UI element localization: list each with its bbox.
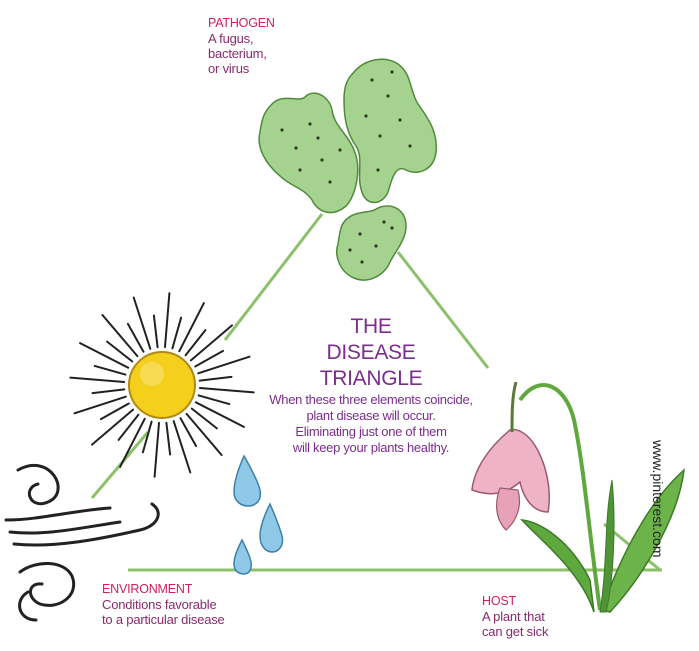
host-desc-line: A plant that — [482, 609, 612, 624]
water-drop-icon — [234, 456, 283, 574]
pathogen-blob-icon — [259, 59, 436, 280]
environment-label: ENVIRONMENT Conditions favorable to a pa… — [102, 582, 282, 627]
sun-ray — [120, 419, 145, 467]
pathogen-desc-line: bacterium, — [208, 46, 348, 61]
diagram-description-line: plant disease will occur. — [240, 408, 502, 424]
environment-heading: ENVIRONMENT — [102, 582, 282, 597]
sun-ray — [80, 343, 128, 368]
sun-ray — [191, 325, 232, 360]
sun-ray — [179, 303, 204, 351]
diagram-description-line: Eliminating just one of them — [240, 424, 502, 440]
diagram-title-line: DISEASE — [240, 340, 502, 366]
diagram-title-line: TRIANGLE — [240, 366, 502, 392]
sun-ray — [165, 293, 169, 347]
sun-ray — [75, 397, 126, 414]
sun-ray — [155, 423, 159, 477]
sun-ray — [199, 395, 230, 404]
sun-ray — [196, 402, 244, 427]
environment-desc-line: Conditions favorable — [102, 597, 282, 612]
sun-ray — [187, 414, 222, 455]
sun-ray — [93, 389, 125, 393]
sun-ray — [92, 410, 133, 445]
diagram-title-line: THE — [240, 314, 502, 340]
host-heading: HOST — [482, 594, 612, 609]
pathogen-desc-line: or virus — [208, 61, 348, 76]
sun-ray — [134, 298, 151, 349]
center-title-block: THE DISEASE TRIANGLE When these three el… — [240, 314, 502, 456]
sun-ray — [174, 421, 191, 472]
sun-ray — [154, 316, 158, 348]
pathogen-heading: PATHOGEN — [208, 16, 348, 31]
sun-ray — [200, 377, 232, 381]
sun-ray — [166, 423, 170, 455]
diagram-description-line: will keep your plants healthy. — [240, 440, 502, 456]
watermark-text: www.pinterest.com — [650, 440, 666, 557]
pathogen-desc-line: A fugus, — [208, 31, 348, 46]
sun-ray — [95, 366, 126, 375]
sun-ray — [172, 318, 181, 349]
host-desc-line: can get sick — [482, 624, 612, 639]
sun-ray — [70, 378, 124, 382]
sun-icon — [70, 293, 253, 476]
host-label: HOST A plant that can get sick — [482, 594, 612, 639]
sun-ray — [102, 315, 137, 356]
diagram-description-line: When these three elements coincide, — [240, 392, 502, 408]
pathogen-label: PATHOGEN A fugus, bacterium, or virus — [208, 16, 348, 77]
environment-desc-line: to a particular disease — [102, 612, 282, 627]
